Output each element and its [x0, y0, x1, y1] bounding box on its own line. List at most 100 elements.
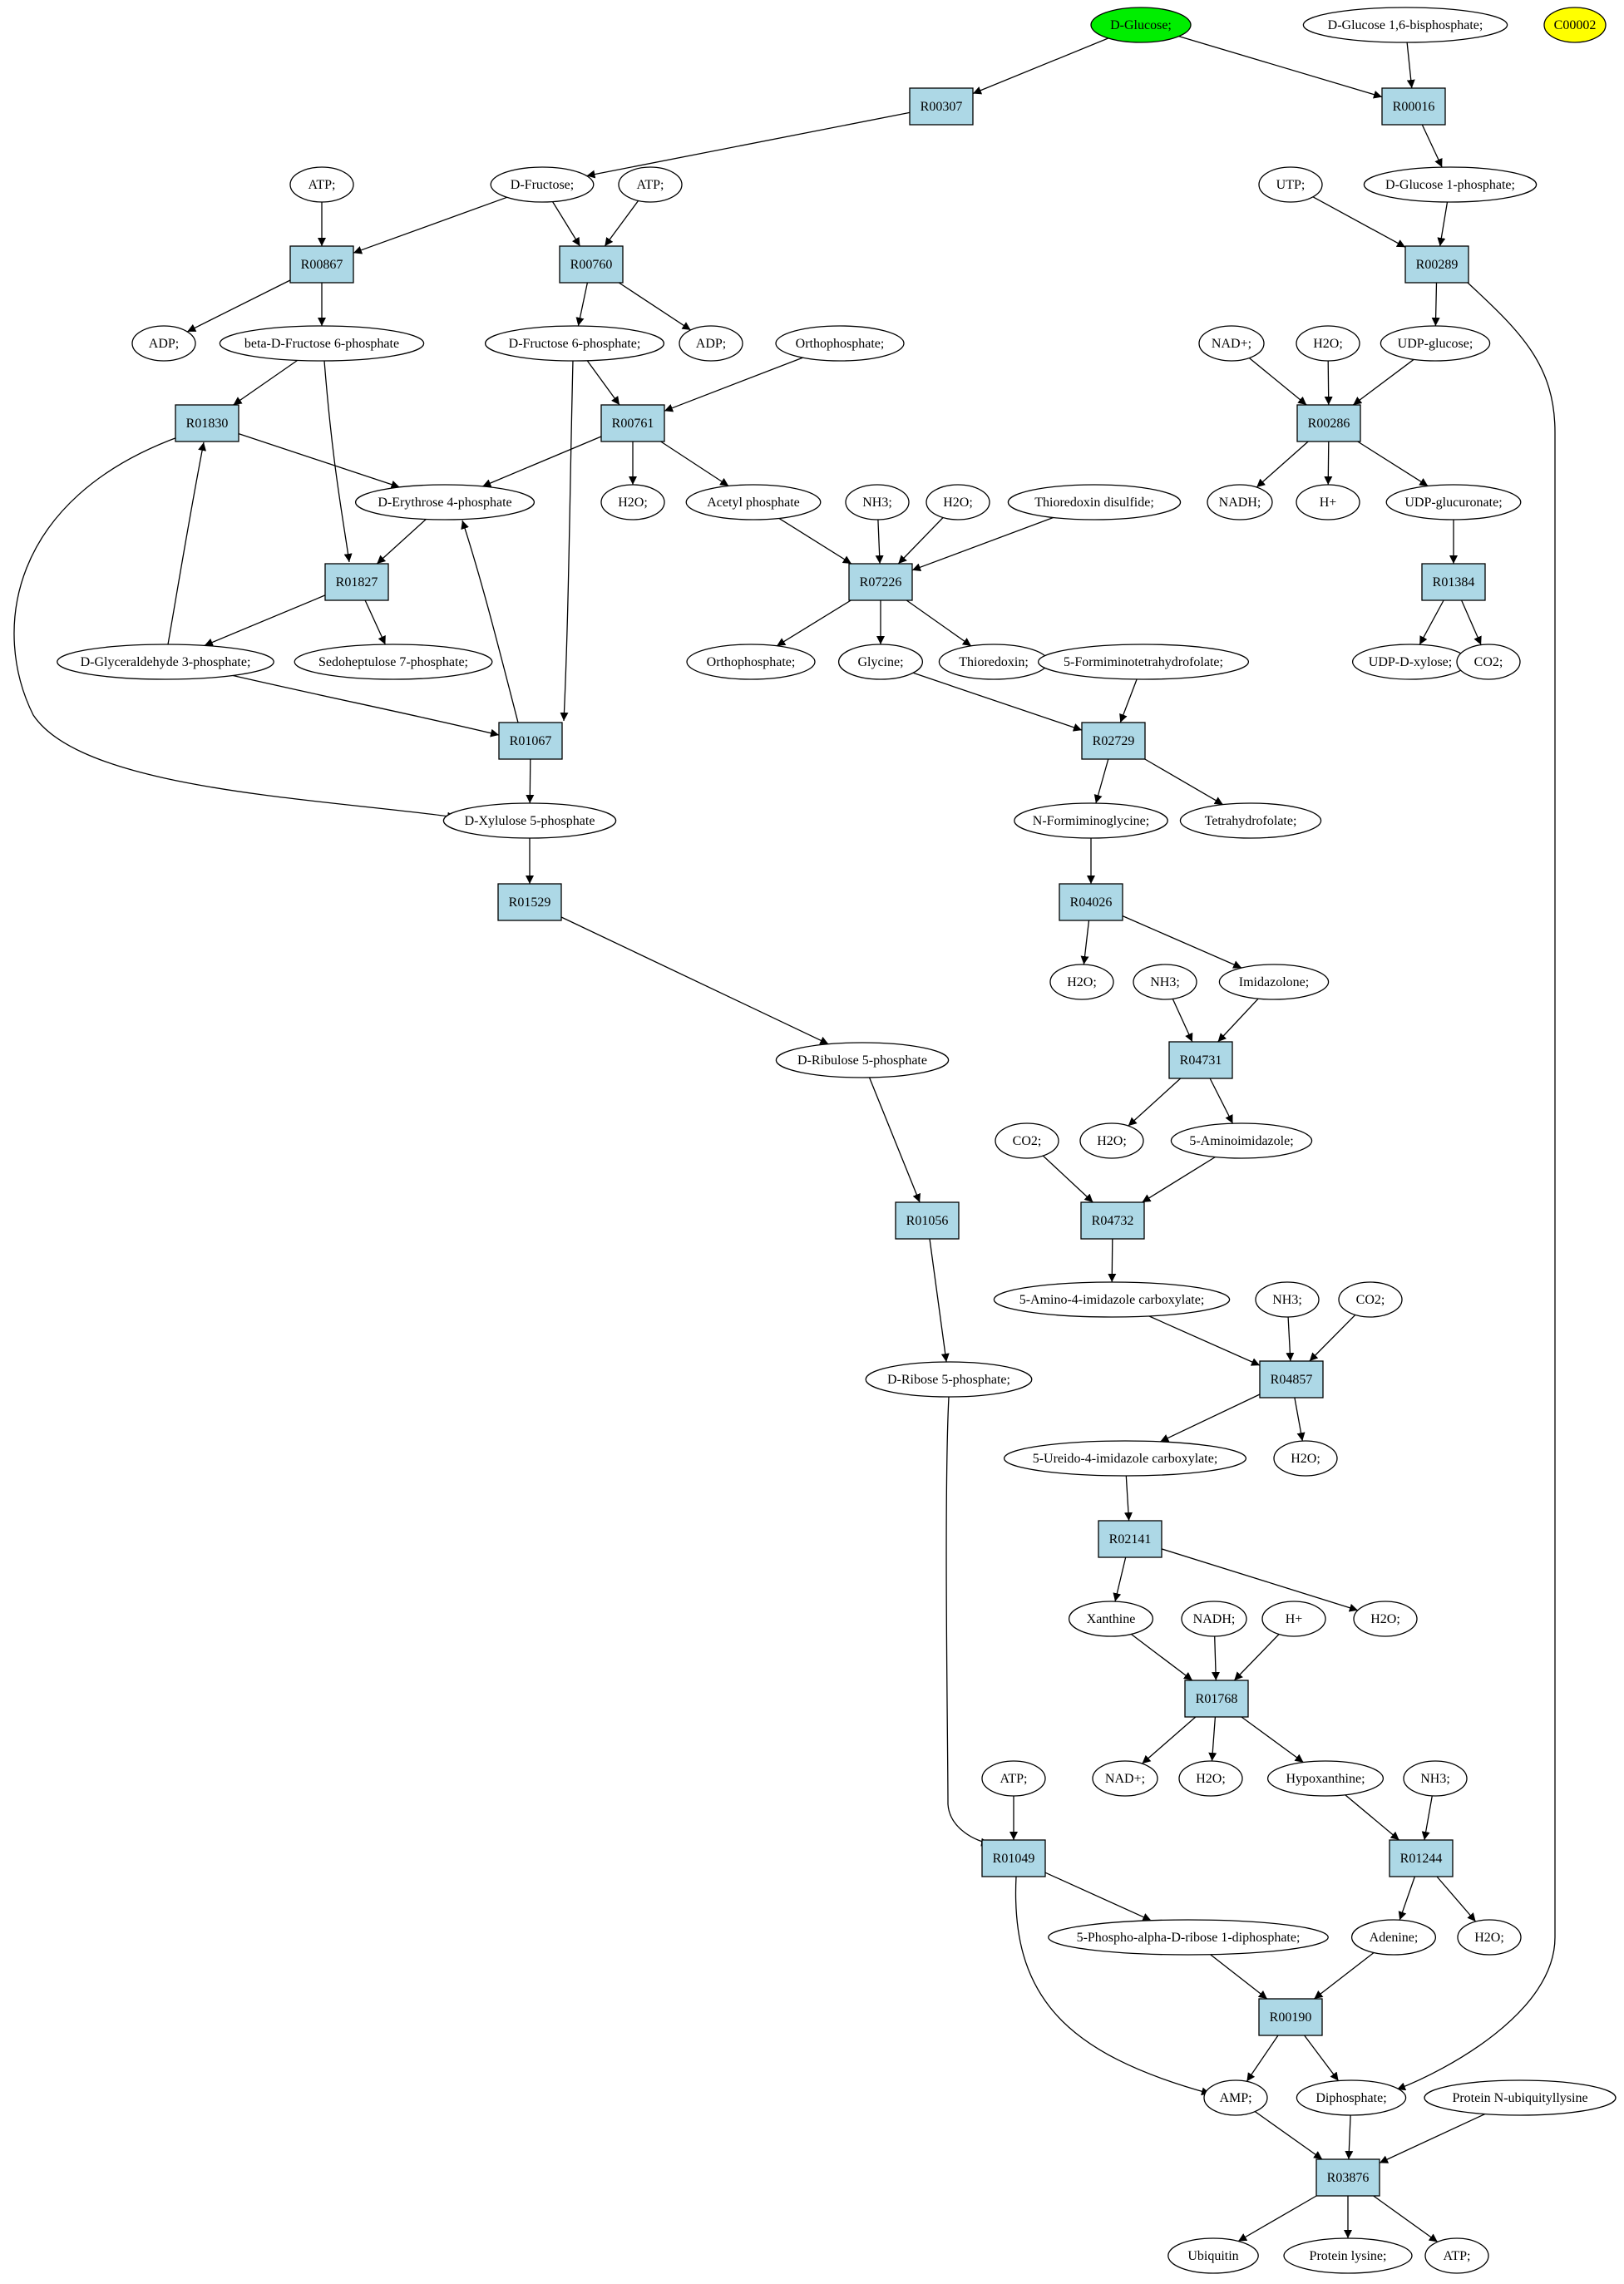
compound-label: ATP;: [309, 178, 336, 192]
compound-ellipse: [618, 166, 683, 203]
reaction-box: [498, 722, 563, 760]
edge-arrow: [906, 599, 972, 647]
compound-ellipse: [1048, 1919, 1329, 1956]
compound-node: UDP-D-xylose;: [1351, 644, 1469, 680]
compound-ellipse: [1363, 166, 1538, 203]
edge-arrow: [1437, 201, 1449, 247]
compound-label: Glycine;: [857, 655, 903, 669]
reaction-box: [497, 883, 562, 921]
compound-node: H2O;: [1296, 325, 1360, 362]
compound-label: UDP-glucose;: [1398, 337, 1473, 351]
compound-label: beta-D-Fructose 6-phosphate: [244, 337, 399, 351]
edge-arrow: [604, 200, 639, 247]
nodes-layer: D-Glucose;D-Glucose 1,6-bisphosphate;C00…: [57, 7, 1617, 2274]
reaction-node: R00761: [600, 404, 665, 442]
compound-node: Adenine;: [1350, 1919, 1437, 1956]
reaction-box: [289, 245, 354, 284]
edge-arrow: [1237, 2195, 1317, 2242]
compound-node: H+: [1261, 1601, 1326, 1637]
reaction-label: R00289: [1416, 258, 1459, 272]
compound-ellipse: [865, 1361, 1033, 1398]
reaction-box: [1315, 2158, 1380, 2197]
compound-ellipse: [1457, 1919, 1522, 1956]
compound-node: Diphosphate;: [1296, 2079, 1407, 2116]
compound-ellipse: [1198, 325, 1265, 362]
compound-label: NH3;: [1272, 1293, 1302, 1307]
edge-arrow: [1357, 441, 1429, 487]
reaction-label: R01768: [1196, 1692, 1238, 1706]
compound-label: N-Formiminoglycine;: [1033, 814, 1149, 828]
compound-ellipse: [1424, 2079, 1617, 2116]
reaction-node: R02729: [1081, 722, 1146, 760]
reaction-box: [1404, 245, 1469, 284]
edges-layer: [13, 35, 1556, 2242]
compound-label: Adenine;: [1370, 1931, 1419, 1945]
reaction-node: R01529: [497, 883, 562, 921]
compound-ellipse: [1338, 1281, 1403, 1318]
reaction-node: R03876: [1315, 2158, 1380, 2197]
reaction-box: [1081, 722, 1146, 760]
compound-node: Thioredoxin;: [938, 644, 1049, 680]
edge-arrow: [1233, 1634, 1280, 1681]
edge-arrow: [868, 1077, 921, 1203]
compound-label: ADP;: [149, 337, 179, 351]
reaction-label: R00760: [570, 258, 613, 272]
compound-label: 5-Formiminotetrahydrofolate;: [1064, 655, 1223, 669]
reaction-node: R01827: [324, 563, 389, 601]
edge-arrow: [376, 519, 427, 565]
compound-ellipse: [1424, 2237, 1489, 2274]
edge-arrow: [1042, 1155, 1093, 1203]
reaction-box: [1098, 1520, 1162, 1558]
reaction-node: R00307: [909, 87, 974, 126]
compound-node: 5-Phospho-alpha-D-ribose 1-diphosphate;: [1048, 1919, 1329, 1956]
reaction-label: R04026: [1070, 895, 1113, 910]
reaction-box: [1080, 1201, 1145, 1240]
compound-node: D-Glucose;: [1090, 7, 1192, 43]
edge-arrow: [353, 196, 507, 254]
compound-ellipse: [1090, 7, 1192, 43]
compound-ellipse: [837, 644, 924, 680]
reaction-node: R00867: [289, 245, 354, 284]
compound-label: H2O;: [1370, 1612, 1400, 1626]
compound-node: NADH;: [1207, 484, 1273, 520]
compound-ellipse: [1003, 1440, 1247, 1477]
edge-arrow: [204, 594, 326, 647]
compound-label: H2O;: [943, 496, 973, 510]
compound-node: CO2;: [995, 1122, 1059, 1159]
reaction-label: R01529: [509, 895, 551, 910]
compound-ellipse: [1403, 1760, 1468, 1797]
edge-arrow: [776, 599, 851, 647]
reaction-box: [909, 87, 974, 126]
edge-arrow: [1172, 999, 1193, 1043]
compound-label: Sedoheptulose 7-phosphate;: [318, 655, 468, 669]
compound-node: D-Xylulose 5-phosphate: [442, 802, 617, 839]
edge-arrow: [1436, 1876, 1477, 1922]
compound-node: NH3;: [845, 484, 910, 520]
reaction-node: R01830: [175, 404, 239, 442]
edge-arrow: [1108, 1238, 1117, 1283]
compound-label: NH3;: [1150, 975, 1180, 989]
edge-arrow: [323, 360, 353, 563]
compound-ellipse: [1385, 484, 1522, 520]
compound-ellipse: [1037, 644, 1250, 680]
edge-arrow: [1431, 282, 1440, 327]
compound-ellipse: [1296, 325, 1360, 362]
compound-ellipse: [1079, 1122, 1144, 1159]
edge-arrow: [1324, 441, 1333, 486]
compound-ellipse: [1207, 484, 1273, 520]
edge-arrow: [1461, 599, 1482, 645]
compound-label: H2O;: [1097, 1134, 1127, 1148]
edge-arrow: [1044, 1872, 1152, 1921]
compound-ellipse: [354, 484, 536, 520]
reaction-label: R01049: [993, 1852, 1035, 1866]
edge-arrow: [1119, 678, 1138, 723]
reaction-label: R04857: [1271, 1373, 1313, 1387]
reaction-box: [1184, 1680, 1249, 1718]
edge-arrow: [1398, 1876, 1416, 1921]
edge-arrow: [897, 517, 944, 565]
edge-arrow: [1312, 196, 1406, 248]
edge-arrow: [575, 282, 589, 327]
compound-ellipse: [1353, 1601, 1418, 1637]
compound-node: N-Formiminoglycine;: [1014, 802, 1168, 839]
